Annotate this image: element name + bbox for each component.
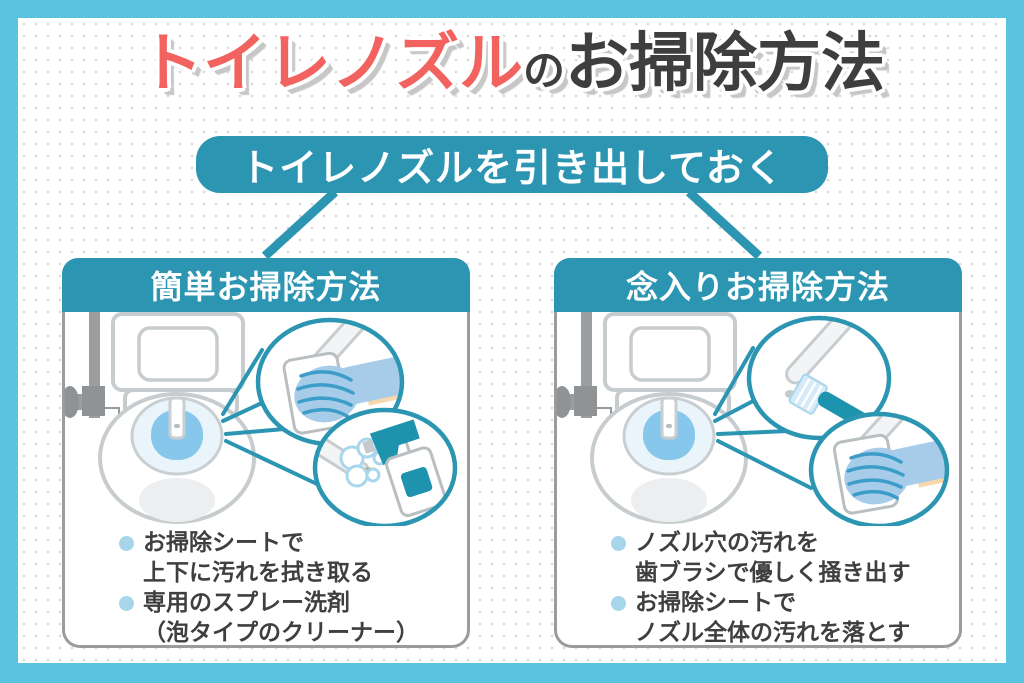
wipe-sheet-hand-icon xyxy=(832,414,947,515)
bullet-item: お掃除シートで 上下に汚れを拭き取る xyxy=(119,528,459,588)
panel-easy-method: 簡単お掃除方法 xyxy=(62,258,470,648)
title-rest: お掃除方法 xyxy=(565,27,885,101)
panel-easy-header: 簡単お掃除方法 xyxy=(62,258,470,312)
bullet-item: お掃除シートで ノズル全体の汚れを落とす xyxy=(611,588,951,646)
thorough-method-illustration xyxy=(557,312,950,526)
panel-thorough-header-label: 念入りお掃除方法 xyxy=(625,268,890,306)
bullet-dot-icon xyxy=(119,596,134,611)
bullet-text: ノズル全体の汚れを落とす xyxy=(635,620,911,646)
step-banner: トイレノズルを引き出しておく xyxy=(196,136,828,193)
bullet-text: 専用のスプレー洗剤 xyxy=(143,590,350,616)
easy-method-bullet-list: お掃除シートで 上下に汚れを拭き取る 専用のスプレー洗剤 （泡タイプのクリーナー… xyxy=(65,526,467,646)
panel-easy-header-label: 簡単お掃除方法 xyxy=(150,268,382,306)
spray-bottle-icon xyxy=(362,419,447,518)
bullet-text: ノズル穴の汚れを xyxy=(635,530,819,556)
bullet-text: 上下に汚れを拭き取る xyxy=(143,560,373,586)
bullet-dot-icon xyxy=(611,536,626,551)
bullet-item: ノズル穴の汚れを 歯ブラシで優しく掻き出す xyxy=(611,528,951,588)
thorough-method-bullet-list: ノズル穴の汚れを 歯ブラシで優しく掻き出す お掃除シートで ノズル全体の汚れを落… xyxy=(557,526,959,646)
bullet-item: 専用のスプレー洗剤 （泡タイプのクリーナー） xyxy=(119,588,459,646)
step-banner-label: トイレノズルを引き出しておく xyxy=(240,146,784,190)
panel-thorough-header: 念入りお掃除方法 xyxy=(554,258,962,312)
easy-method-illustration xyxy=(65,312,458,526)
title-highlight: トイレノズル xyxy=(138,27,523,101)
toilet-top-view-icon xyxy=(65,312,256,524)
bullet-text: （泡タイプのクリーナー） xyxy=(143,620,419,646)
wipe-sheet-hand-icon xyxy=(282,320,402,435)
title-particle: の xyxy=(522,46,565,95)
bullet-text: お掃除シートで xyxy=(143,530,304,556)
panel-thorough-body: ノズル穴の汚れを 歯ブラシで優しく掻き出す お掃除シートで ノズル全体の汚れを落… xyxy=(554,312,962,648)
bullet-dot-icon xyxy=(611,596,626,611)
bullet-text: お掃除シートで xyxy=(635,590,796,616)
panel-thorough-method: 念入りお掃除方法 xyxy=(554,258,962,648)
panel-easy-body: お掃除シートで 上下に汚れを拭き取る 専用のスプレー洗剤 （泡タイプのクリーナー… xyxy=(62,312,470,648)
toilet-top-view-icon xyxy=(557,312,748,524)
page-title: トイレノズルのお掃除方法 xyxy=(0,27,1024,102)
bullet-dot-icon xyxy=(119,536,134,551)
bullet-text: 歯ブラシで優しく掻き出す xyxy=(635,560,911,586)
